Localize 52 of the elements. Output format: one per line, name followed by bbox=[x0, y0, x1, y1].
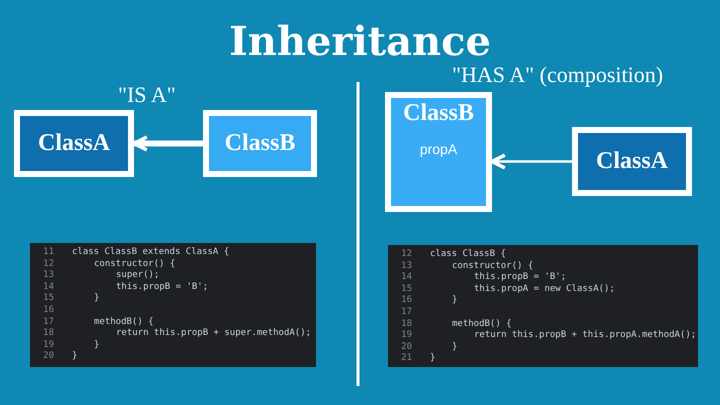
property-name: propA bbox=[420, 141, 458, 157]
class-name: ClassB bbox=[403, 100, 474, 127]
code-line: } bbox=[94, 293, 100, 304]
line-number: 12 bbox=[42, 258, 54, 269]
code-line: this.propB = 'B'; bbox=[474, 272, 566, 282]
line-number: 17 bbox=[400, 307, 412, 317]
line-number: 21 bbox=[400, 353, 412, 364]
line-number: 16 bbox=[42, 305, 54, 315]
code-line: constructor() { bbox=[452, 260, 534, 271]
code-line: return this.propB + super.methodA(); bbox=[116, 328, 312, 338]
code-line: } bbox=[430, 353, 436, 364]
line-number: 13 bbox=[400, 260, 412, 271]
code-line: this.propB = 'B'; bbox=[116, 282, 208, 292]
line-number: 14 bbox=[42, 282, 54, 292]
code-line: constructor() { bbox=[94, 258, 176, 269]
arrow bbox=[132, 135, 203, 152]
class-box bbox=[385, 92, 492, 212]
class-name: ClassA bbox=[596, 148, 668, 175]
code-line: methodB() { bbox=[94, 316, 154, 327]
code-line: } bbox=[452, 295, 458, 306]
class-name: ClassA bbox=[38, 130, 110, 157]
line-number: 16 bbox=[400, 295, 412, 306]
line-number: 17 bbox=[42, 316, 54, 327]
line-number: 18 bbox=[400, 318, 412, 329]
line-number: 20 bbox=[400, 342, 412, 352]
line-number: 19 bbox=[400, 330, 412, 340]
heading: "IS A" bbox=[118, 82, 176, 108]
line-number: 13 bbox=[42, 270, 54, 280]
heading: "HAS A" (composition) bbox=[452, 62, 664, 88]
class-name: ClassB bbox=[224, 130, 296, 157]
class-box bbox=[203, 110, 317, 177]
code-line: super(); bbox=[116, 270, 160, 280]
code-line: class ClassB { bbox=[430, 249, 506, 259]
line-number: 20 bbox=[42, 351, 54, 362]
code-line: this.propA = new ClassA(); bbox=[474, 284, 615, 294]
line-number: 11 bbox=[42, 247, 54, 257]
title: Inheritance bbox=[228, 18, 492, 65]
code-line: class ClassB extends ClassA { bbox=[72, 247, 230, 257]
code-line: } bbox=[94, 340, 100, 350]
code-line: return this.propB + this.propA.methodA(); bbox=[474, 330, 696, 340]
code-line: } bbox=[72, 351, 78, 362]
code-line: methodB() { bbox=[452, 318, 512, 329]
class-box bbox=[14, 110, 134, 177]
line-number: 15 bbox=[400, 284, 412, 294]
line-number: 18 bbox=[42, 328, 54, 338]
arrow bbox=[490, 153, 572, 170]
line-number: 15 bbox=[42, 293, 54, 304]
line-number: 19 bbox=[42, 340, 54, 350]
code-line: } bbox=[452, 342, 458, 352]
line-number: 12 bbox=[400, 249, 412, 259]
line-number: 14 bbox=[400, 272, 412, 282]
class-box bbox=[572, 127, 692, 196]
